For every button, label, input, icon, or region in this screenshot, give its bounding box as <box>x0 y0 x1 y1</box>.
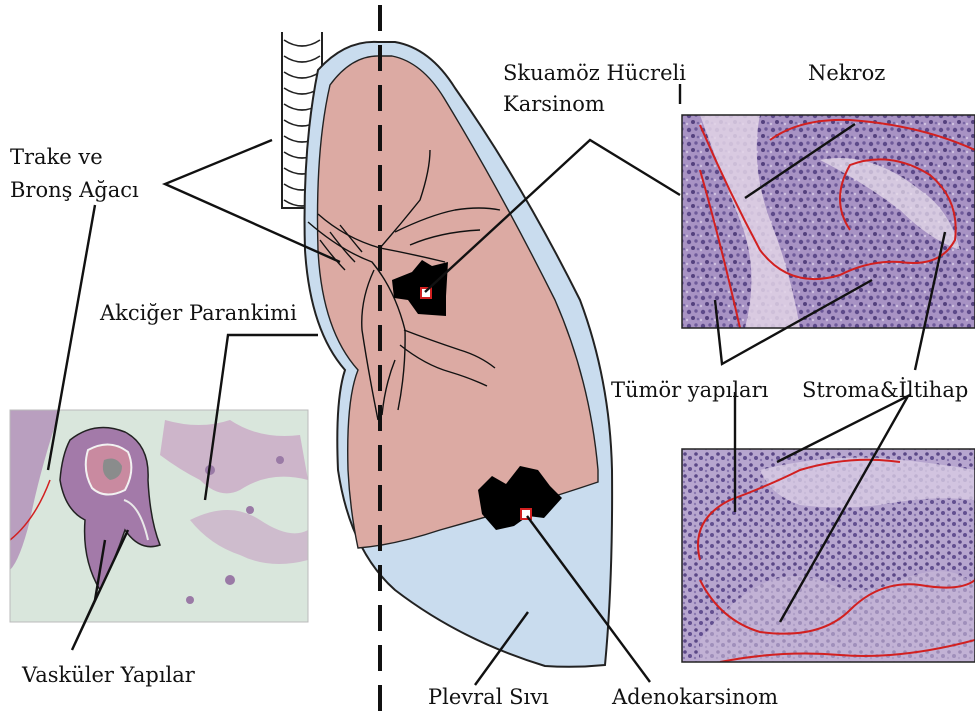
label-trachea-line2: Bronş Ağacı <box>10 177 139 203</box>
label-adenocarcinoma: Adenokarsinom <box>612 684 778 710</box>
label-stroma: Stroma&İltihap <box>802 377 968 403</box>
label-vascular: Vasküler Yapılar <box>22 662 195 688</box>
histology-vascular <box>10 410 308 622</box>
histology-adenocarcinoma <box>682 449 975 662</box>
lung <box>305 42 613 667</box>
label-parenchyma: Akciğer Parankimi <box>100 300 297 326</box>
label-pleural-fluid: Plevral Sıvı <box>428 684 549 710</box>
label-necrosis: Nekroz <box>808 60 885 86</box>
label-squamous-line1: Skuamöz Hücreli <box>503 60 686 86</box>
label-squamous-line2: Karsinom <box>503 91 605 117</box>
label-trachea-line1: Trake ve <box>10 144 103 170</box>
label-tumor-structures: Tümör yapıları <box>611 377 768 403</box>
parenchyma-tissue <box>318 56 599 548</box>
